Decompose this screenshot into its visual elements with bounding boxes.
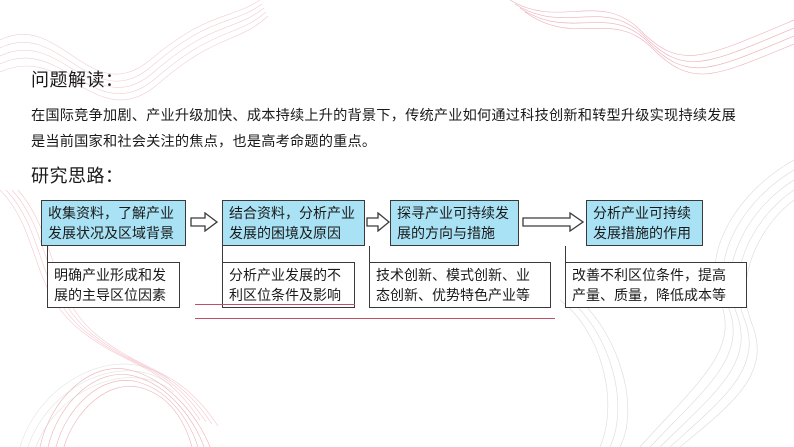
paragraph-line-2: 是当前国家和社会关注的焦点，也是高考命题的重点。	[31, 134, 377, 150]
flow-detail-2-line-2: 利区位条件及影响	[229, 288, 341, 304]
flow-detail-1-line-1: 明确产业形成和发	[54, 268, 166, 284]
flow-step-2: 结合资料，分析产业 发展的困境及原因	[222, 200, 365, 246]
flow-detail-3-line-2: 态创新、优势特色产业等	[376, 288, 530, 304]
connector-line	[369, 246, 370, 263]
heading-interpretation: 问题解读：	[31, 70, 124, 91]
flow-detail-3: 技术创新、模式创新、业 态创新、优势特色产业等	[369, 262, 551, 308]
flow-detail-4-line-2: 产量、质量，降低成本等	[572, 288, 726, 304]
connector-line	[565, 246, 566, 263]
flow-step-3-line-2: 展的方向与措施	[397, 226, 495, 242]
flow-step-3: 探寻产业可持续发 展的方向与措施	[390, 200, 519, 246]
heading-research: 研究思路：	[31, 166, 124, 187]
connector-line	[47, 246, 48, 263]
flow-step-2-line-1: 结合资料，分析产业	[229, 206, 355, 222]
flow-detail-1: 明确产业形成和发 展的主导区位因素	[47, 262, 180, 308]
flow-detail-4-line-1: 改善不利区位条件，提高	[572, 268, 726, 284]
interpretation-paragraph: 在国际竞争加剧、产业升级加快、成本持续上升的背景下，传统产业如何通过科技创新和转…	[31, 103, 781, 155]
arrow-right-icon	[366, 212, 390, 232]
flow-step-4: 分析产业可持续 发展措施的作用	[586, 200, 703, 246]
accent-line	[195, 318, 555, 319]
flow-step-1: 收集资料，了解产业 发展状况及区域背景	[41, 200, 186, 246]
flow-detail-2: 分析产业发展的不 利区位条件及影响	[222, 262, 355, 308]
flow-step-1-line-2: 发展状况及区域背景	[48, 226, 174, 242]
flow-step-4-line-2: 发展措施的作用	[593, 226, 691, 242]
arrow-right-icon	[522, 212, 584, 232]
flow-detail-4: 改善不利区位条件，提高 产量、质量，降低成本等	[565, 262, 747, 308]
arrow-right-icon	[190, 212, 218, 232]
flow-step-4-line-1: 分析产业可持续	[593, 206, 691, 222]
accent-line	[195, 304, 355, 305]
connector-line	[222, 246, 223, 263]
paragraph-line-1: 在国际竞争加剧、产业升级加快、成本持续上升的背景下，传统产业如何通过科技创新和转…	[31, 108, 736, 124]
flow-step-1-line-1: 收集资料，了解产业	[48, 206, 174, 222]
flow-step-3-line-1: 探寻产业可持续发	[397, 206, 509, 222]
flow-detail-1-line-2: 展的主导区位因素	[54, 288, 166, 304]
flow-detail-2-line-1: 分析产业发展的不	[229, 268, 341, 284]
flow-step-2-line-2: 发展的困境及原因	[229, 226, 341, 242]
flow-detail-3-line-1: 技术创新、模式创新、业	[376, 268, 530, 284]
